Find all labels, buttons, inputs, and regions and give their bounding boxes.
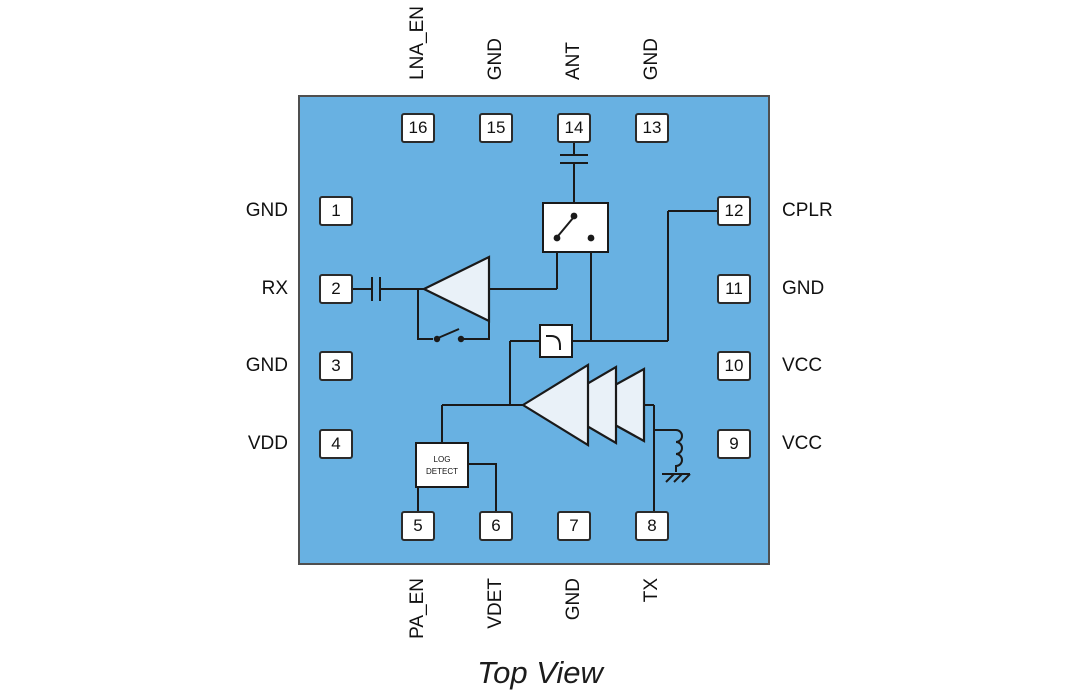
pin-7-label: GND (563, 578, 584, 621)
pin-11-label: GND (782, 278, 825, 299)
pin-4-label: VDD (247, 433, 288, 454)
chip-body (298, 95, 770, 565)
pin-8: 8 (635, 511, 669, 541)
pin-5: 5 (401, 511, 435, 541)
pin-3: 3 (319, 351, 353, 381)
pin-11: 11 (717, 274, 751, 304)
pin-9-label: VCC (782, 433, 823, 454)
pin-3-label: GND (245, 355, 288, 376)
pin-2: 2 (319, 274, 353, 304)
pin-14-label: ANT (563, 42, 584, 80)
pin-1-label: GND (245, 200, 288, 221)
pin-10: 10 (717, 351, 751, 381)
diagram-caption: Top View (477, 655, 603, 690)
pin-15: 15 (479, 113, 513, 143)
pin-2-label: RX (261, 278, 288, 299)
pin-8-label: TX (641, 578, 662, 603)
pin-9: 9 (717, 429, 751, 459)
pin-16: 16 (401, 113, 435, 143)
pin-13: 13 (635, 113, 669, 143)
pin-7: 7 (557, 511, 591, 541)
pin-14: 14 (557, 113, 591, 143)
pin-6-label: VDET (485, 578, 506, 629)
pin-10-label: VCC (782, 355, 823, 376)
pin-12-label: CPLR (782, 200, 833, 221)
pin-15-label: GND (485, 37, 506, 80)
pin-12: 12 (717, 196, 751, 226)
pin-6: 6 (479, 511, 513, 541)
pin-1: 1 (319, 196, 353, 226)
pin-16-label: LNA_EN (407, 6, 428, 80)
pin-13-label: GND (641, 37, 662, 80)
pin-5-label: PA_EN (407, 578, 428, 639)
pin-4: 4 (319, 429, 353, 459)
